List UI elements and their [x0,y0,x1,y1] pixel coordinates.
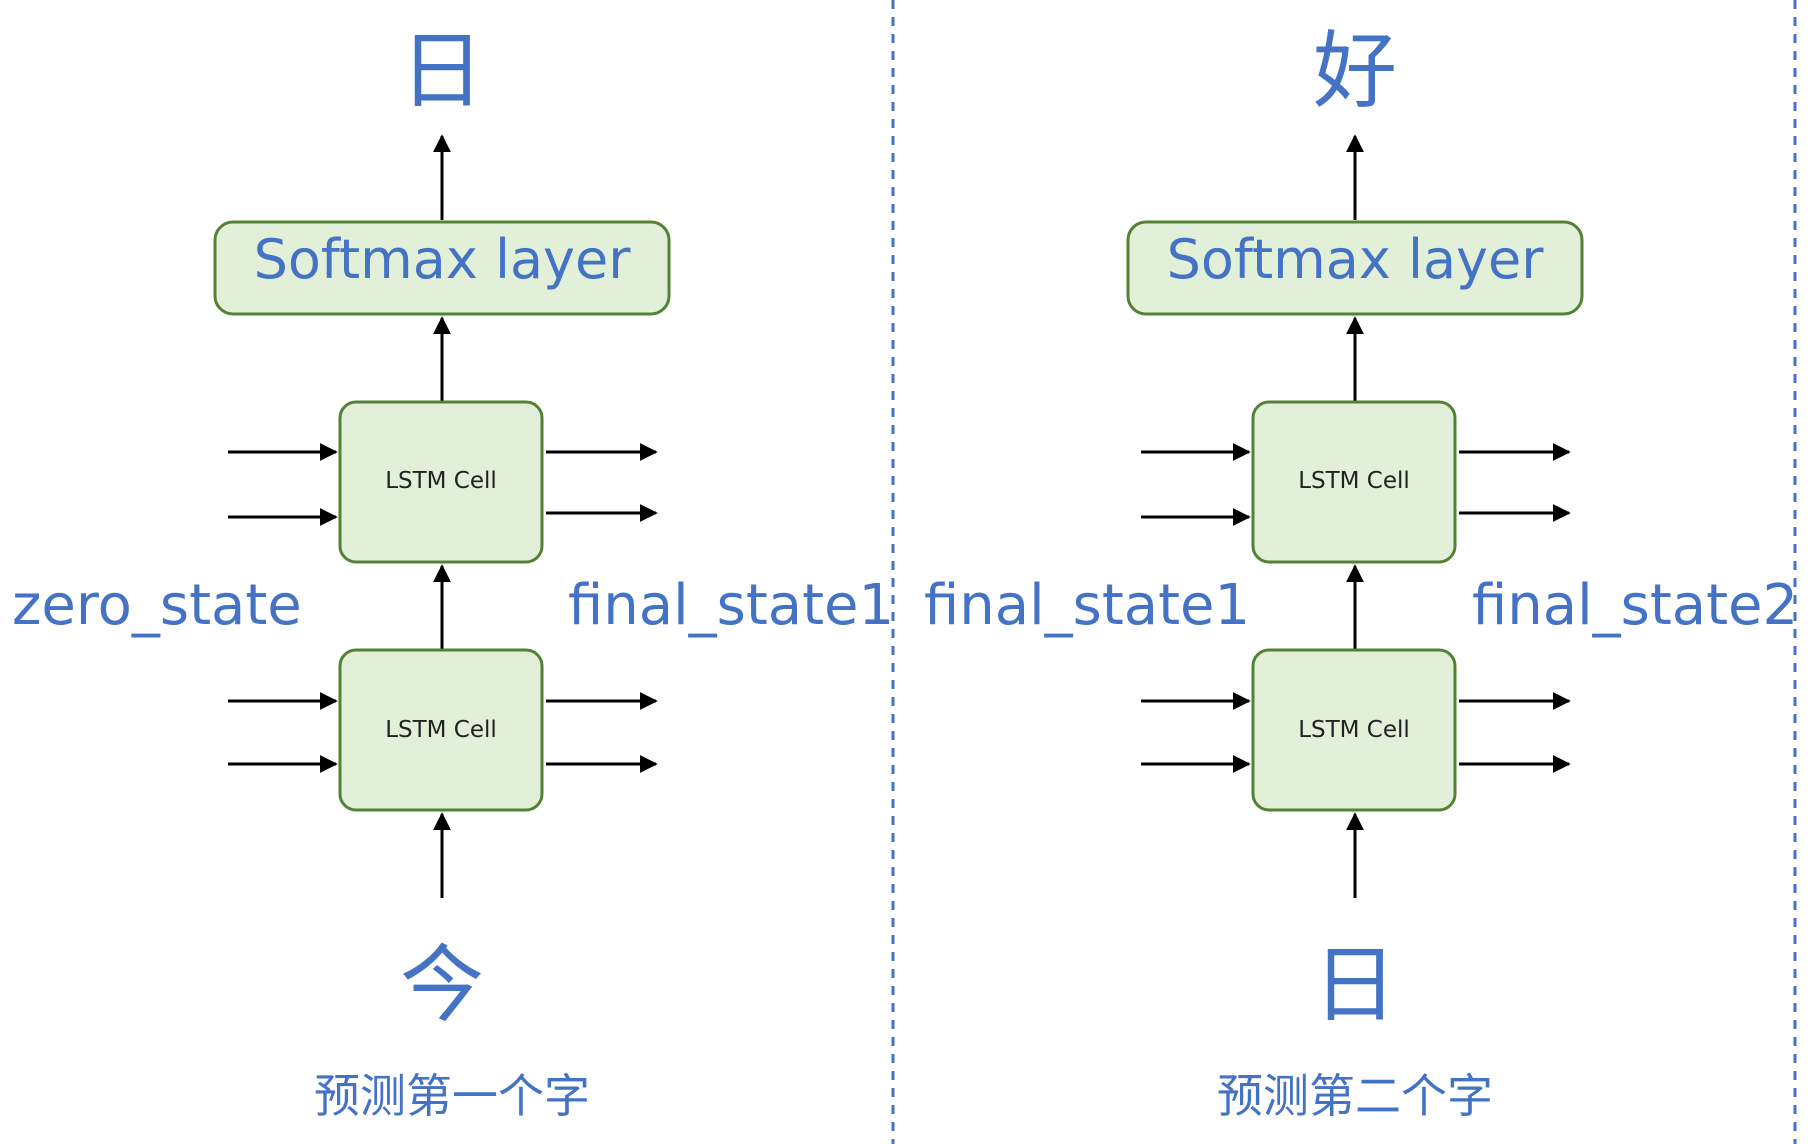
softmax-layer-label: Softmax layer [254,228,632,291]
output-char: 好 [1313,22,1397,120]
input-char: 今 [400,936,484,1034]
lstm-cell-upper-label: LSTM Cell [385,468,497,494]
output-state-label: final_state1 [568,573,894,638]
panel-second-step: 好 Softmax layer LSTM Cell final_state1 f… [924,22,1798,1123]
lstm-cell-lower [1251,648,1457,812]
input-char: 日 [1313,936,1397,1034]
step-caption: 预测第一个字 [314,1069,590,1123]
softmax-layer-box [1126,220,1584,316]
lstm-cell-upper [1251,400,1457,564]
input-state-label: final_state1 [924,573,1250,638]
lstm-cell-upper-label: LSTM Cell [1298,468,1410,494]
lstm-cell-lower-label: LSTM Cell [1298,717,1410,743]
step-caption: 预测第二个字 [1217,1069,1493,1123]
output-char: 日 [400,22,484,120]
lstm-cell-lower [338,648,544,812]
panel-first-step: 日 Softmax layer LSTM Cell zero_state fin… [12,22,894,1123]
input-state-label: zero_state [12,573,302,638]
softmax-layer-label: Softmax layer [1167,228,1545,291]
lstm-cell-upper [338,400,544,564]
output-state-label: final_state2 [1472,573,1798,638]
lstm-cell-lower-label: LSTM Cell [385,717,497,743]
softmax-layer-box [213,220,671,316]
